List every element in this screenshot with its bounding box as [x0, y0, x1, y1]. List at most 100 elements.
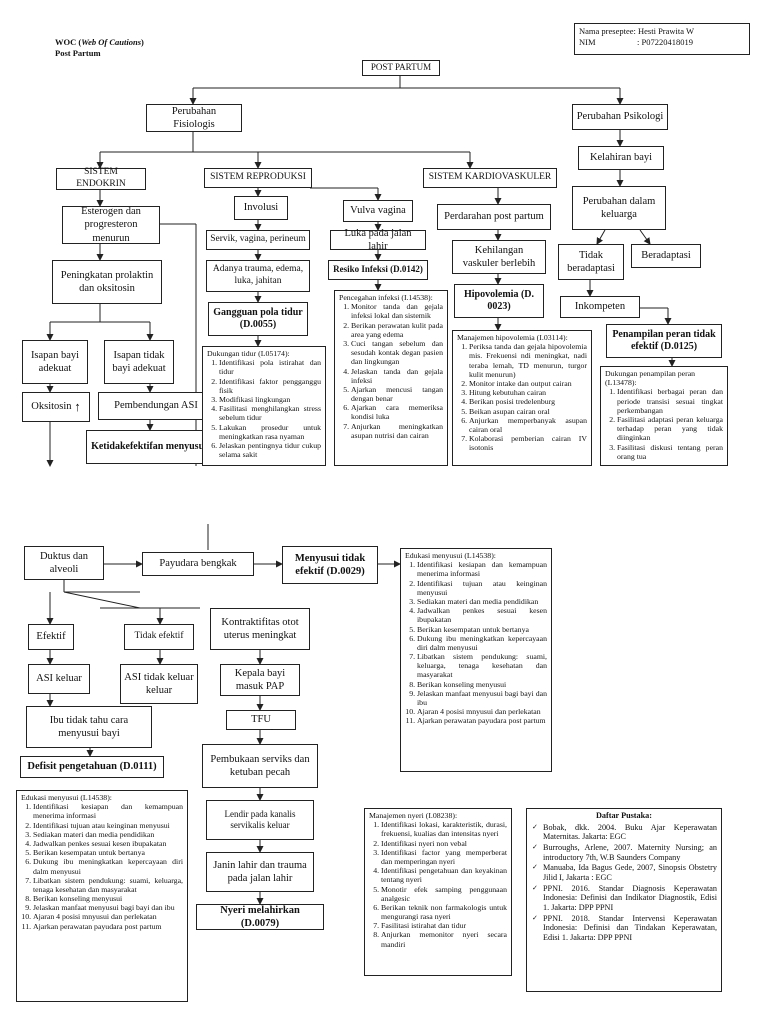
node-oksitosin: Oksitosin ↑ [22, 392, 90, 422]
list-item: Jadwalkan penkes sesuai kesen ibupakatan [417, 606, 547, 624]
list-item: Ajarkan perawatan payudara post partum [33, 922, 183, 931]
list-item: Ajarkan perawatan payudara post partum [417, 716, 547, 725]
list-item: Periksa tanda dan gejala hipovolemia mis… [469, 342, 587, 379]
node-efektif: Efektif [28, 624, 74, 650]
preseptee-box: Nama preseptee: Hesti Prawita W NIM: P07… [574, 23, 750, 55]
reference-item: Burroughs, Arlene, 2007. Maternity Nursi… [532, 843, 717, 862]
list-item: Identifikasi faktor pengganggu fisik [219, 377, 321, 395]
references-box: Daftar Pustaka: Bobak, dkk. 2004. Buku A… [526, 808, 722, 992]
list-item: Lakukan prosedur untuk meningkatkan rasa… [219, 423, 321, 441]
list-manajemen-hipovolemia: Manajemen hipovolemia (I.03114): Periksa… [452, 330, 592, 466]
list-item: Dukung ibu meningkatkan kepercayaan diri… [417, 634, 547, 652]
list-item: Identifikasi pengetahuan dan keyakinan t… [381, 866, 507, 884]
list-item: Dukung ibu meningkatkan kepercayaan diri… [33, 857, 183, 875]
node-reproduksi: SISTEM REPRODUKSI [204, 168, 312, 188]
list-edukasi-menyusui-1: Edukasi menyusui (L14538): Identifikasi … [400, 548, 552, 772]
node-pembukaan: Pembukaan serviks dan ketuban pecah [202, 744, 318, 788]
list-item: Identifikasi berbagai peran dan periode … [617, 387, 723, 415]
diagram-title: WOC (Web Of Cautions) Post Partum [55, 37, 144, 59]
list-item: Sediakan materi dan media pendidikan [33, 830, 183, 839]
node-gangguan-tidur: Gangguan pola tidur (D.0055) [208, 302, 308, 336]
node-kelahiran: Kelahiran bayi [578, 146, 664, 170]
list-pencegahan-infeksi: Pencegahan infeksi (I.14538): Monitor ta… [334, 290, 448, 466]
node-penampilan-peran: Penampilan peran tidak efektif (D.0125) [606, 324, 722, 358]
list-dukungan-tidur: Dukungan tidur (L05174): Identifikasi po… [202, 346, 326, 466]
node-prolaktin: Peningkatan prolaktin dan oksitosin [52, 260, 162, 304]
node-janin: Janin lahir dan trauma pada jalan lahir [206, 852, 314, 892]
node-kehilangan: Kehilangan vaskuler berlebih [452, 240, 546, 274]
node-beradaptasi: Beradaptasi [631, 244, 701, 268]
list-edukasi-menyusui-2: Edukasi menyusui (L14538): Identifikasi … [16, 790, 188, 1002]
reference-item: Manuaba, Ida Bagus Gede, 2007, Sinopsis … [532, 863, 717, 882]
node-fisiologis: Perubahan Fisiologis [146, 104, 242, 132]
list-item: Anjurkan meningkatkan asupan nutrisi dan… [351, 422, 443, 440]
reference-item: PPNI. 2018. Standar Intervensi Keperawat… [532, 914, 717, 943]
list-item: Ajaran 4 posisi mnyusui dan perlekatan [417, 707, 547, 716]
node-trauma: Adanya trauma, edema, luka, jahitan [206, 260, 310, 292]
node-psikologi: Perubahan Psikologi [572, 104, 668, 130]
node-ibu-tidak-tahu: Ibu tidak tahu cara menyusui bayi [26, 706, 152, 748]
list-item: Berikan kesempatan untuk bertanya [33, 848, 183, 857]
list-item: Beikan asupan cairan oral [469, 407, 587, 416]
node-asi-tidak: ASI tidak keluar keluar [120, 664, 198, 704]
list-item: Cuci tangan sebelum dan sesudah kontak d… [351, 339, 443, 367]
list-item: Jadwalkan penkes sesuai kesen ibupakatan [33, 839, 183, 848]
list-item: Ajarkan mencusi tangan dengan benar [351, 385, 443, 403]
node-endokrin: SISTEM ENDOKRIN [56, 167, 146, 190]
node-vulva: Vulva vagina [343, 200, 413, 222]
list-item: Berikan kesempatan untuk bertanya [417, 625, 547, 634]
list-item: Jelaskan pentingnya tidur cukup selama s… [219, 441, 321, 459]
node-hipovolemia: Hipovolemia (D. 0023) [454, 284, 544, 318]
list-item: Identifikasi nyeri non vebal [381, 839, 507, 848]
list-item: Modifikasi lingkungan [219, 395, 321, 404]
reference-item: Bobak, dkk. 2004. Buku Ajar Keperawatan … [532, 823, 717, 842]
list-item: Kolaborasi pemberian cairan IV isotonis [469, 434, 587, 452]
list-item: Jelaskan manfaat menyusui bagi bayi dan … [417, 689, 547, 707]
list-item: Ajarkan cara memeriksa kondisi luka [351, 403, 443, 421]
node-kardio: SISTEM KARDIOVASKULER [423, 168, 557, 188]
node-isapan-tidak: Isapan tidak bayi adekuat [104, 340, 174, 384]
list-item: Libatkan sistem pendukung: suami, keluar… [33, 876, 183, 894]
list-item: Berikan posisi tredelenburg [469, 397, 587, 406]
list-item: Berikan perawatan kulit pada area yang e… [351, 321, 443, 339]
node-asi-keluar: ASI keluar [28, 664, 90, 694]
list-item: Identifikasi kesiapan dan kemampuan mene… [33, 802, 183, 820]
list-item: Identifikasi kesiapan dan kemampuan mene… [417, 560, 547, 578]
node-pembendungan: Pembendungan ASI [98, 392, 214, 420]
list-manajemen-nyeri: Manajemen nyeri (I.08238): Identifikasi … [364, 808, 512, 976]
node-nyeri: Nyeri melahirkan (D.0079) [196, 904, 324, 930]
node-tidak-adaptasi: Tidak beradaptasi [558, 244, 624, 280]
node-esterogen: Esterogen dan progresteron menurun [62, 206, 160, 244]
list-item: Monotir efek samping penggunaan analgesi… [381, 885, 507, 903]
node-kontraktifitas: Kontraktifitas otot uterus meningkat [210, 608, 310, 650]
list-item: Anjurkan memonitor nyeri secara mandiri [381, 930, 507, 948]
up-arrow-icon: ↑ [74, 398, 81, 414]
node-resiko-infeksi: Resiko Infeksi (D.0142) [328, 260, 428, 280]
node-menyusui-tidak: Menyusui tidak efektif (D.0029) [282, 546, 378, 584]
node-defisit: Defisit pengetahuan (D.0111) [20, 756, 164, 778]
list-item: Identifikasi lokasi, karakteristik, dura… [381, 820, 507, 838]
list-item: Berikan konseling menyusui [417, 680, 547, 689]
node-isapan-adekuat: Isapan bayi adekuat [22, 340, 88, 384]
list-item: Fasilitasi menghilangkan stress sebelum … [219, 404, 321, 422]
node-ketidakefektifan: Ketidakefektifan menyusui [86, 430, 212, 464]
node-involusi: Involusi [234, 196, 288, 220]
list-item: Fasilitasi adaptasi peran keluarga terha… [617, 415, 723, 443]
list-item: Fasilitasi diskusi tentang peran orang t… [617, 443, 723, 461]
node-payudara: Payudara bengkak [142, 552, 254, 576]
list-item: Identifikasi factor yang memperberat dan… [381, 848, 507, 866]
reference-item: PPNI. 2016. Standar Diagnosis Keperawata… [532, 884, 717, 913]
list-item: Berikan teknik non farmakologis untuk me… [381, 903, 507, 921]
list-item: Anjurkan memperbanyak asupan cairan oral [469, 416, 587, 434]
node-kepala-bayi: Kepala bayi masuk PAP [220, 664, 300, 696]
list-item: Berikan konseling menyusui [33, 894, 183, 903]
node-inkompeten: Inkompeten [560, 296, 640, 318]
node-duktus: Duktus dan alveoli [24, 546, 104, 580]
list-item: Jelaskan tanda dan gejala infeksi [351, 367, 443, 385]
list-item: Ajaran 4 posisi mnyusui dan perlekatan [33, 912, 183, 921]
list-item: Identifikasi pola istirahat dan tidur [219, 358, 321, 376]
list-item: Identifikasi tujuan atau keinginan menyu… [417, 579, 547, 597]
list-item: Sediakan materi dan media pendidikan [417, 597, 547, 606]
tfu-dot: . [271, 723, 273, 732]
